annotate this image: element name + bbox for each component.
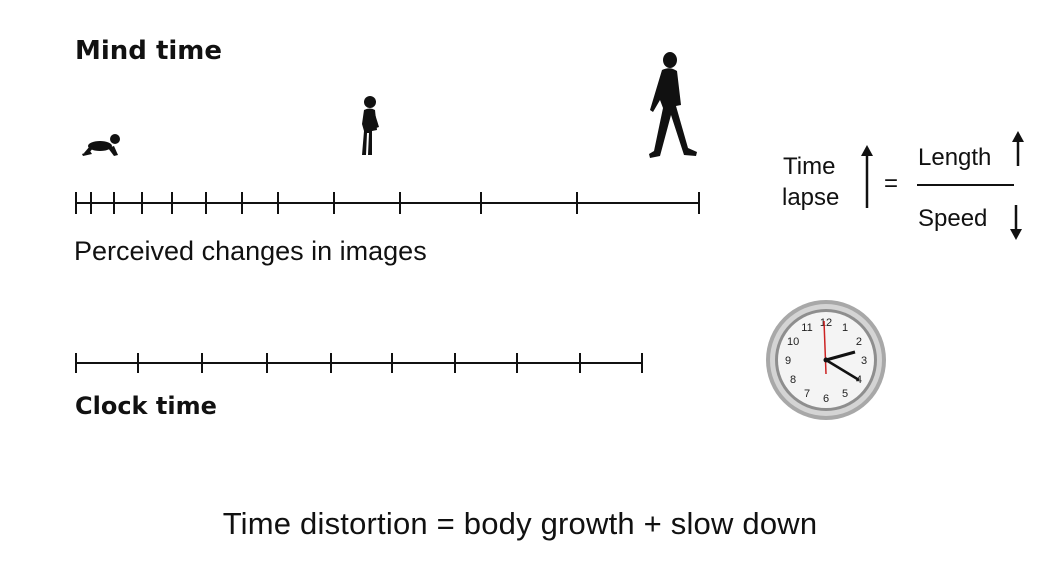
- formula-length-label: Length: [918, 144, 992, 171]
- perceived-changes-label: Perceived changes in images: [74, 236, 427, 266]
- walking-child-icon: [362, 96, 379, 155]
- mind-time-label: Mind time: [75, 36, 223, 66]
- clock-numeral: 3: [861, 355, 867, 367]
- clock-numeral: 9: [785, 355, 791, 367]
- mind-time-axis: [75, 192, 700, 214]
- time-distortion-equation: Time distortion = body growth + slow dow…: [222, 506, 818, 541]
- fraction-line: [917, 184, 1014, 186]
- clock-center: [823, 357, 829, 363]
- walking-adult-icon: [649, 52, 697, 158]
- clock-numeral: 5: [842, 388, 848, 400]
- formula-speed-label: Speed: [918, 205, 988, 232]
- formula-arrows: [861, 131, 1024, 240]
- clock-time-axis: [75, 353, 643, 373]
- clock-time-label: Clock time: [75, 392, 217, 420]
- minute-hand: [825, 358, 860, 382]
- clock-face: 121234567891011: [766, 300, 886, 420]
- clock-numeral: 6: [823, 393, 829, 405]
- hour-hand: [825, 350, 856, 362]
- wall-clock-icon: 121234567891011: [764, 299, 888, 426]
- second-hand: [823, 320, 827, 375]
- clock-numeral: 8: [790, 374, 796, 386]
- clock-numeral: 2: [856, 336, 862, 348]
- clock-numeral: 10: [787, 336, 799, 348]
- clock-numeral: 7: [804, 388, 810, 400]
- formula-time-label: Time: [783, 153, 836, 180]
- clock-numeral: 1: [842, 322, 848, 334]
- formula-lapse-label: lapse: [782, 184, 840, 211]
- clock-numeral: 12: [820, 317, 832, 329]
- formula-equals: =: [884, 170, 899, 197]
- clock-numeral: 11: [801, 322, 812, 334]
- crawling-baby-icon: [82, 134, 120, 156]
